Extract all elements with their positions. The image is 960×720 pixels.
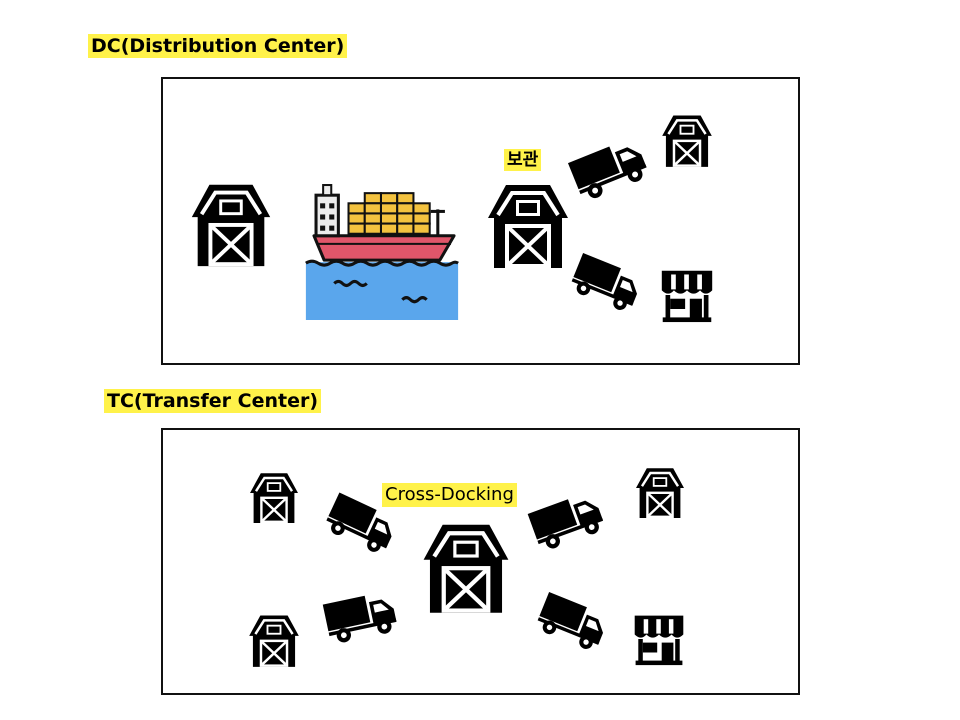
storage-label: 보관 [504, 149, 542, 171]
cross-docking-label: Cross-Docking [382, 483, 517, 507]
cargo-ship-icon [305, 183, 459, 320]
dc-section-title: DC(Distribution Center) [88, 34, 348, 58]
transfer-center-warehouse-icon [408, 512, 524, 618]
destination-warehouse-icon [627, 461, 693, 521]
outbound-truck-icon [532, 585, 613, 655]
source-warehouse-icon [241, 608, 307, 670]
tc-section-title: TC(Transfer Center) [104, 389, 322, 413]
distribution-center-warehouse-icon [473, 173, 583, 273]
dc-panel: 보관 [161, 77, 800, 365]
store-icon [658, 267, 716, 323]
inbound-truck-icon [319, 583, 402, 647]
store-icon [631, 612, 687, 666]
outbound-truck-icon [523, 483, 610, 555]
source-warehouse-icon [241, 466, 307, 526]
tc-panel: Cross-Docking [161, 428, 800, 695]
origin-warehouse-icon [177, 173, 285, 271]
destination-warehouse-icon [653, 108, 721, 170]
